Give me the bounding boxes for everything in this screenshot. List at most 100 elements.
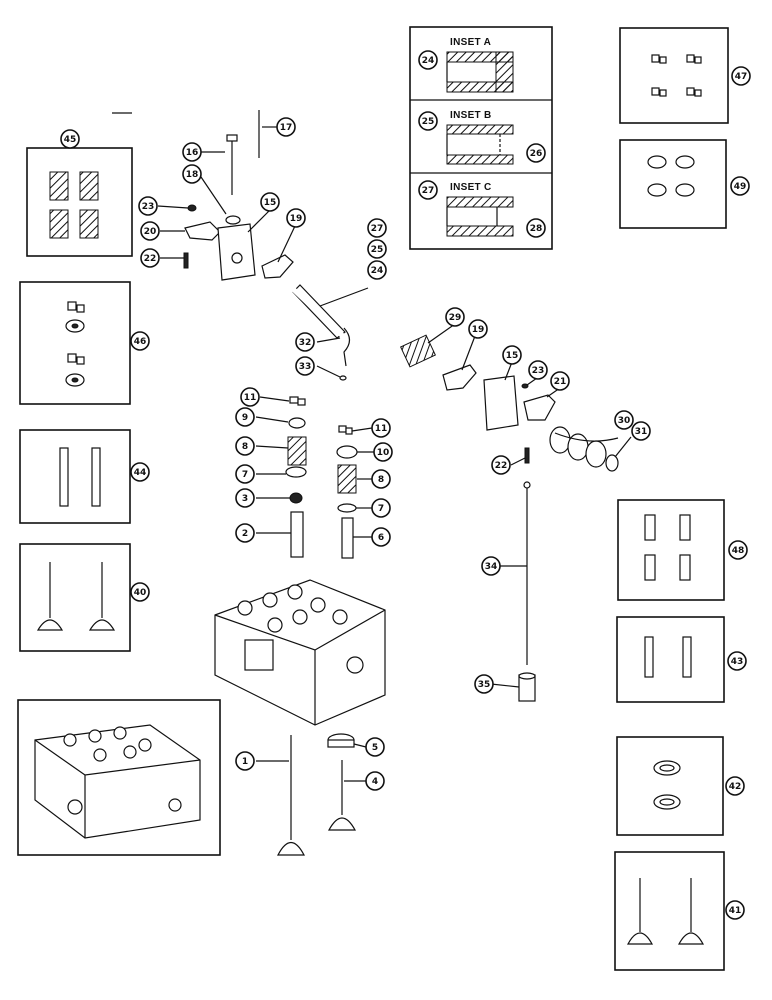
callout-3: 3 [235,488,255,508]
svg-text:23: 23 [142,202,155,212]
callout-9: 9 [235,407,255,427]
svg-text:34: 34 [485,562,498,572]
svg-text:22: 22 [144,254,157,264]
svg-text:15: 15 [264,198,277,208]
callout-16: 16 [182,142,202,162]
callout-1: 1 [235,751,255,771]
callout-29: 29 [445,307,465,327]
callout-27: 27 [418,180,438,200]
svg-text:24: 24 [422,56,435,66]
callout-21: 21 [550,371,570,391]
kit-box-head [17,699,221,856]
kit-box-guides [19,429,131,524]
svg-text:42: 42 [729,782,742,792]
callout-20: 20 [140,221,160,241]
callout-6: 6 [371,527,391,547]
svg-text:1: 1 [242,757,248,767]
callout-41: 41 [725,900,745,920]
svg-text:10: 10 [377,448,390,458]
callout-24: 24 [418,50,438,70]
svg-text:32: 32 [299,338,312,348]
callout-10: 10 [373,442,393,462]
callout-7: 7 [235,464,255,484]
svg-text:23: 23 [532,366,545,376]
callout-40: 40 [130,582,150,602]
svg-text:3: 3 [242,494,248,504]
svg-text:45: 45 [64,135,77,145]
callout-30: 30 [614,410,634,430]
callout-18: 18 [182,164,202,184]
svg-text:22: 22 [495,461,508,471]
svg-text:43: 43 [731,657,744,667]
callout-46: 46 [130,331,150,351]
kit-box-43 [616,616,725,703]
callout-28: 28 [526,218,546,238]
callout-8: 8 [371,469,391,489]
svg-text:27: 27 [371,224,384,234]
kit-box-keepers [19,281,131,405]
callout-47: 47 [731,66,751,86]
svg-text:49: 49 [734,182,747,192]
callout-35: 35 [474,674,494,694]
inset-b-title: INSET B [450,110,492,121]
callout-4: 4 [365,771,385,791]
svg-text:11: 11 [375,424,388,434]
kit-box-springs [26,147,133,257]
svg-text:46: 46 [134,337,147,347]
callout-17: 17 [276,117,296,137]
svg-text:29: 29 [449,313,462,323]
svg-text:25: 25 [371,245,384,255]
keeper-icon [65,301,85,387]
svg-text:24: 24 [371,266,384,276]
callout-43: 43 [727,651,747,671]
callout-11: 11 [240,387,260,407]
inset-a-title: INSET A [450,37,491,48]
callout-32: 32 [295,332,315,352]
svg-text:8: 8 [242,442,248,452]
kit-box-valves [19,543,131,652]
kit-box-47 [619,27,729,124]
svg-text:27: 27 [422,186,435,196]
svg-text:19: 19 [290,214,303,224]
svg-text:41: 41 [729,906,742,916]
svg-text:16: 16 [186,148,199,158]
callout-44: 44 [130,462,150,482]
callout-42: 42 [725,776,745,796]
svg-text:31: 31 [635,427,648,437]
kit-box-41 [614,851,725,971]
svg-text:7: 7 [242,470,248,480]
callout-22: 22 [491,455,511,475]
kit-box-48 [617,499,725,601]
svg-text:33: 33 [299,362,312,372]
callout-48: 48 [728,540,748,560]
callout-33: 33 [295,356,315,376]
exploded-parts [112,110,632,856]
callout-2: 2 [235,523,255,543]
callout-25: 25 [367,239,387,259]
callout-45: 45 [60,129,80,149]
svg-text:17: 17 [280,123,293,133]
svg-text:7: 7 [378,504,384,514]
svg-text:8: 8 [378,475,384,485]
svg-text:18: 18 [186,170,199,180]
svg-text:11: 11 [244,393,257,403]
callout-15: 15 [502,345,522,365]
svg-text:19: 19 [472,325,485,335]
leader-lines [112,112,632,782]
callout-24: 24 [367,260,387,280]
callout-25: 25 [418,111,438,131]
inset-c-title: INSET C [450,182,492,193]
svg-text:2: 2 [242,529,248,539]
svg-text:35: 35 [478,680,491,690]
callout-31: 31 [631,421,651,441]
callout-34: 34 [481,556,501,576]
callout-11: 11 [371,418,391,438]
callout-7: 7 [371,498,391,518]
callout-27: 27 [367,218,387,238]
callout-26: 26 [526,143,546,163]
kit-box-49 [619,139,727,229]
callout-5: 5 [365,737,385,757]
svg-text:28: 28 [530,224,543,234]
svg-text:40: 40 [134,588,147,598]
